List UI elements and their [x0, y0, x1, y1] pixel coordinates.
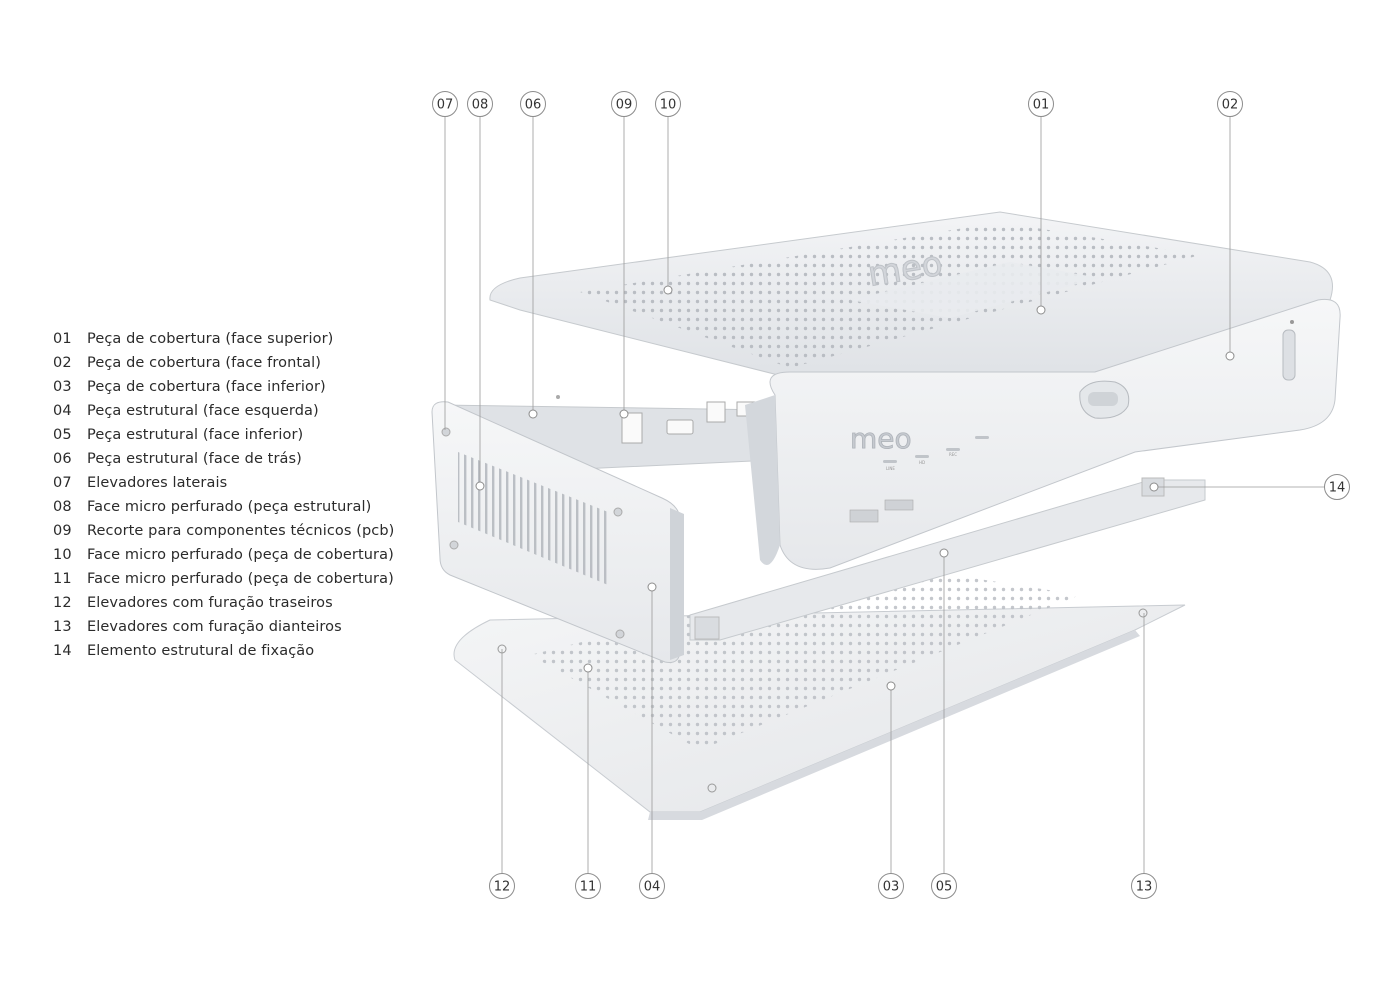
svg-text:12: 12 — [494, 880, 511, 895]
legend-item: 02 Peça de cobertura (face frontal) — [53, 351, 413, 375]
svg-text:01: 01 — [1033, 98, 1050, 113]
svg-text:05: 05 — [936, 880, 953, 895]
legend-text: Elevadores com furação dianteiros — [87, 619, 342, 635]
legend-number: 04 — [53, 403, 72, 419]
legend-number: 01 — [53, 331, 72, 347]
hdmi-logo — [884, 499, 914, 511]
legend-text: Peça estrutural (face esquerda) — [87, 403, 319, 419]
legend-text: Peça de cobertura (face inferior) — [87, 379, 326, 395]
svg-text:08: 08 — [472, 98, 489, 113]
top-cover: meo — [489, 211, 1333, 379]
legend-text: Face micro perfurado (peça de cobertura) — [87, 547, 394, 563]
legend-item: 12 Elevadores com furação traseiros — [53, 591, 413, 615]
legend-item: 06 Peça estrutural (face de trás) — [53, 447, 413, 471]
callout-12: 12 — [489, 873, 515, 899]
legend-text: Peça estrutural (face de trás) — [87, 451, 302, 467]
callout-09: 09 — [611, 91, 637, 117]
legend-text: Face micro perfurado (peça estrutural) — [87, 499, 372, 515]
callout-10: 10 — [655, 91, 681, 117]
legend-text: Peça de cobertura (face frontal) — [87, 355, 322, 371]
legend-number: 11 — [53, 571, 72, 587]
legend-text: Elevadores com furação traseiros — [87, 595, 333, 611]
callout-14: 14 — [1324, 474, 1350, 500]
callout-06: 06 — [520, 91, 546, 117]
callout-11: 11 — [575, 873, 601, 899]
svg-text:14: 14 — [1329, 481, 1346, 496]
legend-item: 01 Peça de cobertura (face superior) — [53, 327, 413, 351]
callout-02: 02 — [1217, 91, 1243, 117]
svg-text:13: 13 — [1136, 880, 1153, 895]
svg-text:09: 09 — [616, 98, 633, 113]
legend-item: 05 Peça estrutural (face inferior) — [53, 423, 413, 447]
svg-text:04: 04 — [644, 880, 661, 895]
svg-text:03: 03 — [883, 880, 900, 895]
legend-number: 09 — [53, 523, 72, 539]
callout-13: 13 — [1131, 873, 1157, 899]
leader-endpoints — [475, 285, 1235, 691]
legend-text: Elevadores laterais — [87, 475, 228, 491]
legend-item: 11 Face micro perfurado (peça de cobertur… — [53, 567, 413, 591]
callout-01: 01 — [1028, 91, 1054, 117]
callout-07: 07 — [432, 91, 458, 117]
legend-number: 12 — [53, 595, 72, 611]
legend-text: Face micro perfurado (peça de cobertura) — [87, 571, 394, 587]
front-label-hd: HD — [919, 460, 925, 465]
legend-item: 13 Elevadores com furação dianteiros — [53, 615, 413, 639]
legend-text: Elemento estrutural de fixação — [87, 643, 315, 659]
legend-item: 10 Face micro perfurado (peça de cobertur… — [53, 543, 413, 567]
legend-item: 04 Peça estrutural (face esquerda) — [53, 399, 413, 423]
legend-text: Peça de cobertura (face superior) — [87, 331, 334, 347]
callout-04: 04 — [639, 873, 665, 899]
dolby-logo — [849, 509, 879, 523]
legend-number: 05 — [53, 427, 72, 443]
callout-03: 03 — [878, 873, 904, 899]
callout-bubbles: 07 08 06 09 10 01 02 14 12 11 04 03 05 1… — [432, 91, 1350, 899]
structural-bottom-part — [689, 477, 1206, 641]
legend-item: 14 Elemento estrutural de fixação — [53, 639, 413, 663]
front-label-rec: REC — [949, 452, 957, 457]
legend-number: 14 — [53, 643, 72, 659]
front-logo: meo — [850, 422, 912, 455]
legend-item: 08 Face micro perfurado (peça estrutural) — [53, 495, 413, 519]
leader-lines — [444, 116, 1324, 873]
front-cover: meo LINE HD REC — [745, 298, 1341, 570]
bottom-cover-plate — [453, 565, 1186, 820]
legend-number: 08 — [53, 499, 72, 515]
legend-number: 13 — [53, 619, 72, 635]
svg-text:07: 07 — [437, 98, 454, 113]
svg-text:10: 10 — [660, 98, 677, 113]
legend-item: 07 Elevadores laterais — [53, 471, 413, 495]
legend-item: 09 Recorte para componentes técnicos (pcb… — [53, 519, 413, 543]
structural-left-face — [431, 401, 684, 663]
legend-text: Peça estrutural (face inferior) — [87, 427, 304, 443]
legend-number: 10 — [53, 547, 72, 563]
legend-number: 06 — [53, 451, 72, 467]
legend-number: 02 — [53, 355, 72, 371]
svg-text:06: 06 — [525, 98, 542, 113]
callout-08: 08 — [467, 91, 493, 117]
legend-number: 03 — [53, 379, 72, 395]
svg-text:11: 11 — [580, 880, 597, 895]
svg-text:02: 02 — [1222, 98, 1239, 113]
legend-number: 07 — [53, 475, 72, 491]
front-label-line: LINE — [886, 466, 895, 471]
legend-item: 03 Peça de cobertura (face inferior) — [53, 375, 413, 399]
legend-text: Recorte para componentes técnicos (pcb) — [87, 523, 395, 539]
callout-05: 05 — [931, 873, 957, 899]
